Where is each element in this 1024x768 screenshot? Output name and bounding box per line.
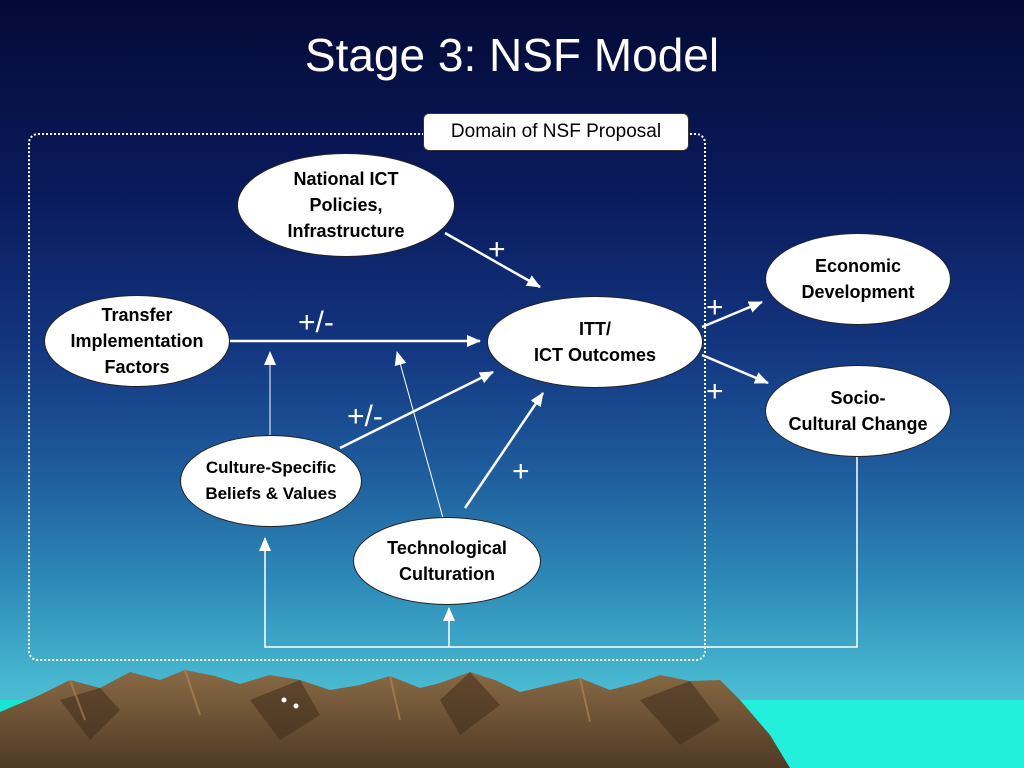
node-text-line: Technological [387,538,507,558]
node-text-line: Implementation [70,331,204,351]
node-text-line: ICT Outcomes [533,345,657,365]
tech-to-itt-arrow [463,392,545,509]
node-text-line: Transfer [101,305,173,325]
node-text-line: Factors [104,357,170,377]
node-text-line: Culturation [399,564,495,584]
mountain-ridges [69,669,591,723]
node-culture-beliefs: Culture-Specific Beliefs & Values [180,435,362,527]
node-text-line: National ICT [293,169,399,189]
node-text-line: Policies, [309,195,383,215]
node-text-line: Economic [814,256,902,276]
decorative-dot [293,703,299,709]
sign-tech-to-itt: + [512,455,530,488]
slide-title: Stage 3: NSF Model [304,29,720,81]
node-national-ict: National ICT Policies, Infrastructure [237,153,455,257]
node-socio-cultural-change: Socio- Cultural Change [765,365,951,457]
sea-highlight [740,700,1024,768]
decorative-dot [281,697,287,703]
node-text-line: Infrastructure [287,221,405,241]
node-text-line: Culture-Specific [205,458,337,477]
node-economic-development: Economic Development [765,233,951,325]
sign-national-to-itt: + [488,233,506,266]
itt-to-economic-arrow [701,300,763,329]
node-text-line: Cultural Change [788,414,928,434]
node-text-line: ITT/ [579,319,611,339]
node-text-line: Development [801,282,915,302]
node-text-line: Socio- [830,388,886,408]
node-technological-culturation: Technological Culturation [353,517,541,605]
mountain-range [0,670,790,768]
itt-to-socio-arrow [701,353,769,385]
feedback-line [259,457,858,648]
culture-to-itt-arrow [339,370,494,450]
tech-to-transfer-arrow [394,351,444,519]
domain-label: Domain of NSF Proposal [423,113,689,151]
sign-transfer-to-itt: +/- [298,306,334,339]
node-itt-outcomes: ITT/ ICT Outcomes [487,296,703,388]
domain-boundary [28,133,706,661]
node-transfer-factors: Transfer Implementation Factors [44,295,230,387]
national-to-itt-arrow [444,231,541,289]
sign-culture-to-itt: +/- [347,400,383,433]
sign-itt-to-economic: + [706,291,724,324]
node-text-line: Beliefs & Values [205,484,337,503]
sign-itt-to-socio: + [706,375,724,408]
